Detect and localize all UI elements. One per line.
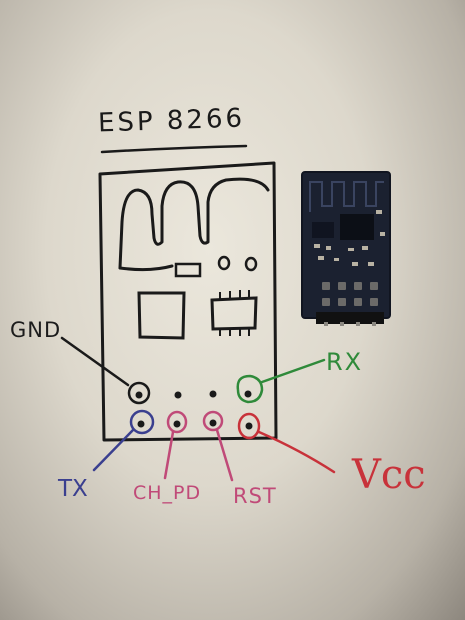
- module-header: [316, 312, 384, 324]
- component-led-2: [244, 256, 258, 272]
- diagram-title: ESP 8266: [97, 103, 246, 139]
- tx-leader: [92, 428, 135, 472]
- module-chip-small: [312, 222, 334, 238]
- rst-leader: [215, 428, 234, 482]
- chip-right-pins: [219, 290, 250, 336]
- pin-dot-gpio0: [209, 390, 217, 398]
- pin-label-rx: RX: [326, 348, 364, 376]
- antenna-trace: [118, 177, 270, 270]
- rst-circle: [202, 410, 224, 432]
- ch-pd-circle: [166, 410, 188, 434]
- pin-dot-rst: [209, 419, 217, 427]
- pin-label-ch-pd: CH_PD: [133, 482, 202, 504]
- pin-label-vcc: Vcc: [352, 452, 426, 498]
- pin-dot-tx: [137, 420, 145, 428]
- rx-circle: [236, 374, 264, 404]
- board-outline: [98, 161, 278, 442]
- pin-label-gnd: GND: [10, 318, 62, 342]
- vcc-leader: [257, 430, 336, 474]
- module-smd-components: [314, 210, 385, 266]
- module-board: [302, 172, 390, 318]
- module-header-pins: [324, 322, 376, 326]
- title-underline: [100, 144, 248, 154]
- antenna-base-line: [118, 264, 174, 272]
- pin-label-tx: TX: [58, 476, 88, 502]
- vcc-circle: [237, 412, 261, 440]
- component-rect-small: [174, 262, 202, 278]
- tx-circle: [129, 409, 155, 435]
- chip-right: [210, 296, 258, 331]
- esp8266-module-photo: [301, 171, 391, 326]
- module-chip: [340, 214, 374, 240]
- chip-left: [137, 291, 186, 340]
- pin-dot-gnd: [135, 391, 143, 399]
- module-antenna-trace: [309, 181, 384, 212]
- pin-dot-ch-pd: [173, 420, 181, 428]
- ch-pd-leader: [163, 430, 175, 480]
- gnd-leader: [60, 336, 130, 387]
- pin-dot-vcc: [245, 422, 253, 430]
- rx-leader: [260, 358, 326, 384]
- pin-dot-rx: [244, 390, 252, 398]
- module-pin-pads: [322, 282, 378, 306]
- pin-dot-gpio2: [174, 391, 182, 399]
- gnd-circle: [127, 381, 151, 405]
- component-led-1: [217, 255, 231, 271]
- pin-label-rst: RST: [233, 484, 277, 508]
